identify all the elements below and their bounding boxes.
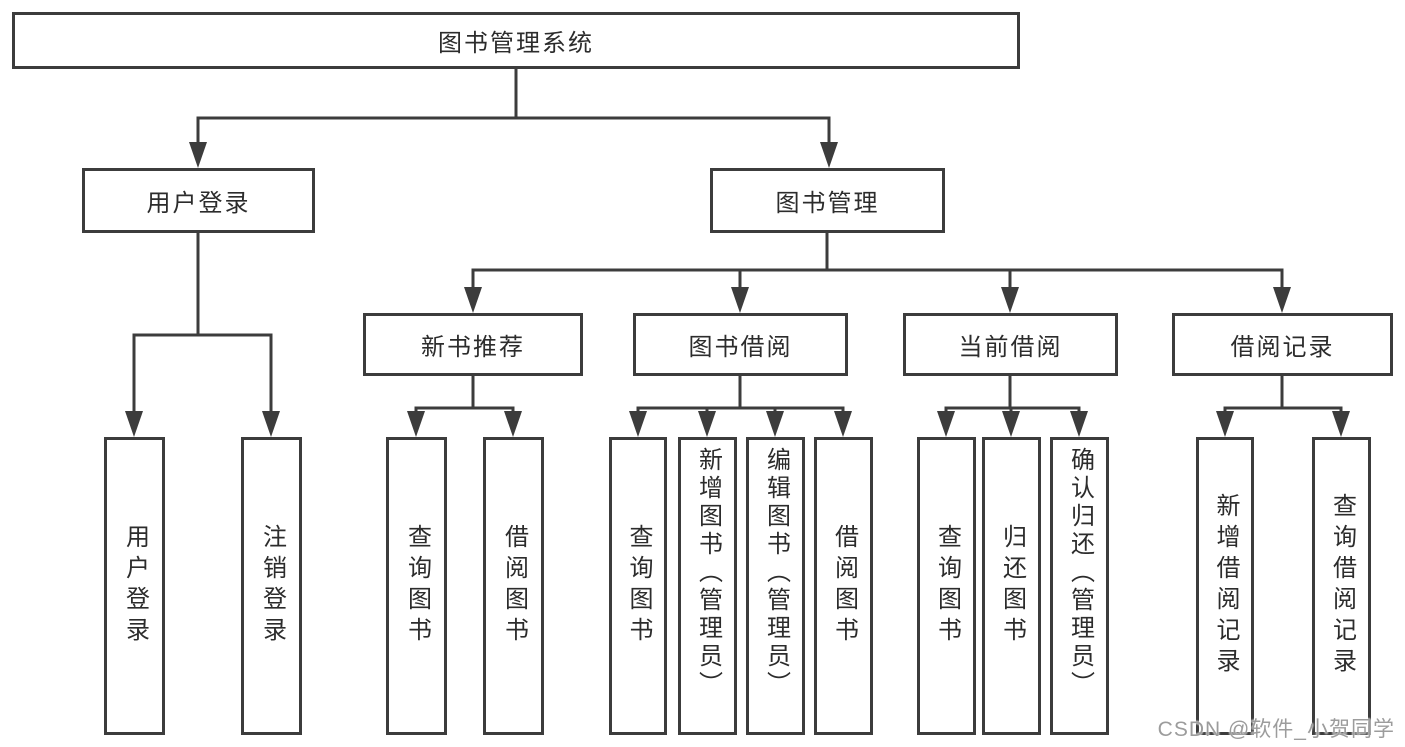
node-current-borrowing-label: 当前借阅 <box>958 334 1063 361</box>
leaf-confirm-return-admin-label: 确认归还（管理员） <box>1066 447 1094 699</box>
node-book-borrowing: 图书借阅 <box>633 313 848 376</box>
arrowhead <box>629 411 647 437</box>
leaf-query-borrow-record-label: 查询借阅记录 <box>1328 493 1356 679</box>
leaf-borrow-query-books-label: 查询图书 <box>625 524 652 648</box>
leaf-rec-borrow-books-label: 借阅图书 <box>500 524 528 648</box>
arrowhead <box>1001 287 1019 313</box>
arrowhead <box>407 411 425 437</box>
arrowhead <box>1070 411 1088 437</box>
arrowhead <box>464 287 482 313</box>
arrowhead <box>820 142 838 168</box>
arrowhead <box>125 411 143 437</box>
leaf-user-login-label: 用户登录 <box>121 524 149 648</box>
arrowhead <box>1216 411 1234 437</box>
arrowhead <box>262 411 280 437</box>
leaf-borrow-query-books: 查询图书 <box>609 437 667 735</box>
arrowhead <box>1002 411 1020 437</box>
leaf-add-borrow-record: 新增借阅记录 <box>1196 437 1254 735</box>
leaf-rec-borrow-books: 借阅图书 <box>483 437 544 735</box>
node-user-login: 用户登录 <box>82 168 315 233</box>
csdn-watermark: CSDN @软件_小贺同学 <box>1157 718 1395 741</box>
leaf-add-book-admin-label: 新增图书（管理员） <box>694 447 722 699</box>
arrowhead <box>1332 411 1350 437</box>
node-user-login-label: 用户登录 <box>146 190 251 217</box>
node-book-management: 图书管理 <box>710 168 945 233</box>
arrowhead <box>937 411 955 437</box>
arrowhead <box>698 411 716 437</box>
node-borrowing-records-label: 借阅记录 <box>1230 334 1335 361</box>
arrowhead <box>766 411 784 437</box>
node-root-label: 图书管理系统 <box>438 30 594 57</box>
leaf-logout-label: 注销登录 <box>258 524 286 648</box>
leaf-query-borrow-record: 查询借阅记录 <box>1312 437 1371 735</box>
leaf-borrow-books: 借阅图书 <box>814 437 873 735</box>
node-new-book-recommendation-label: 新书推荐 <box>421 334 525 361</box>
leaf-return-books: 归还图书 <box>982 437 1041 735</box>
leaf-current-query-books: 查询图书 <box>917 437 976 735</box>
node-new-book-recommendation: 新书推荐 <box>363 313 583 376</box>
node-root: 图书管理系统 <box>12 12 1020 69</box>
arrowhead <box>504 411 522 437</box>
leaf-add-book-admin: 新增图书（管理员） <box>678 437 737 735</box>
arrowhead <box>731 287 749 313</box>
leaf-logout: 注销登录 <box>241 437 302 735</box>
arrowheads <box>125 142 1350 437</box>
leaf-borrow-books-label: 借阅图书 <box>830 524 858 648</box>
leaf-edit-book-admin: 编辑图书（管理员） <box>746 437 805 735</box>
arrowhead <box>1273 287 1291 313</box>
node-borrowing-records: 借阅记录 <box>1172 313 1393 376</box>
arrowhead <box>834 411 852 437</box>
leaf-return-books-label: 归还图书 <box>998 524 1026 648</box>
node-book-borrowing-label: 图书借阅 <box>688 334 793 361</box>
leaf-confirm-return-admin: 确认归还（管理员） <box>1050 437 1109 735</box>
leaf-rec-query-books: 查询图书 <box>386 437 447 735</box>
node-current-borrowing: 当前借阅 <box>903 313 1118 376</box>
leaf-current-query-books-label: 查询图书 <box>933 524 961 648</box>
leaf-user-login: 用户登录 <box>104 437 165 735</box>
leaf-rec-query-books-label: 查询图书 <box>403 524 431 648</box>
leaf-edit-book-admin-label: 编辑图书（管理员） <box>762 447 790 699</box>
arrowhead <box>189 142 207 168</box>
node-book-management-label: 图书管理 <box>775 190 880 217</box>
leaf-add-borrow-record-label: 新增借阅记录 <box>1212 493 1239 679</box>
